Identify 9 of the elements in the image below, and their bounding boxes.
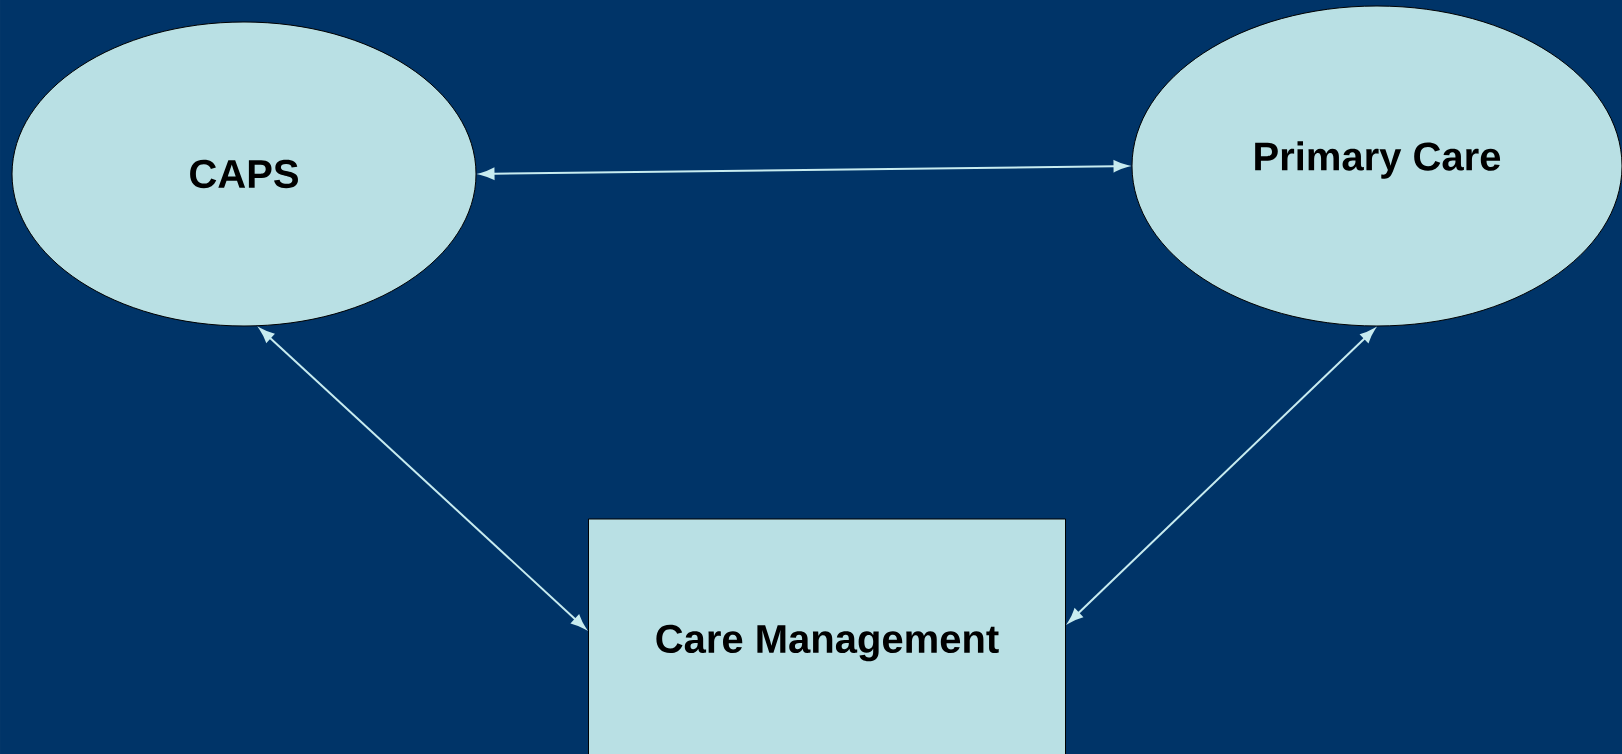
ellipse-node bbox=[1131, 5, 1622, 327]
arrow bbox=[479, 160, 1129, 180]
node-label: Primary Care bbox=[1255, 141, 1501, 179]
arrow bbox=[259, 328, 586, 630]
arrow bbox=[1068, 328, 1375, 624]
node-label: CAPS bbox=[190, 159, 298, 189]
ellipse-node bbox=[11, 21, 477, 327]
node-label: Care Management bbox=[656, 624, 999, 662]
process-box bbox=[588, 518, 1066, 754]
